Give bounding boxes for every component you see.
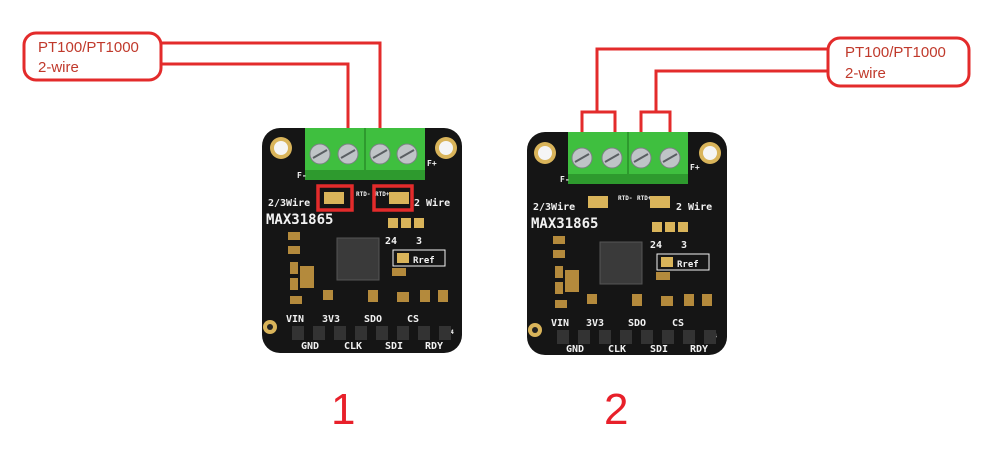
max31865-chip	[599, 241, 643, 285]
header-pins	[528, 323, 716, 344]
label-part: MAX31865	[266, 212, 333, 228]
label-jumper-24: 24	[650, 240, 662, 251]
label-f-minus: F-	[297, 171, 307, 180]
pin-label-vin: VIN	[551, 318, 569, 329]
label-jumper-24: 24	[385, 236, 397, 247]
max31865-board-2: F- F+ RTD- RTD+ 2/3Wire 2 Wire MAX31865 …	[527, 132, 727, 355]
pin-label-3v3: 3V3	[586, 318, 604, 329]
pin-label-clk: CLK	[344, 341, 362, 352]
callout-right-line1: PT100/PT1000	[845, 44, 946, 61]
pin-label-sdi: SDI	[650, 344, 668, 355]
label-rref: Rref	[677, 260, 699, 270]
pin-label-cs: CS	[407, 314, 419, 325]
rref-resistor	[397, 253, 409, 263]
label-2-3-wire: 2/3Wire	[268, 197, 310, 209]
pin-label-clk: CLK	[608, 344, 626, 355]
callout-left-line2: 2-wire	[38, 59, 79, 76]
panel-label-1: 1	[331, 385, 355, 434]
label-2-wire: 2 Wire	[676, 201, 712, 213]
highlight-jumper-23	[316, 184, 354, 212]
max31865-board-1: F- F+ RTD- RTD+ 2/3Wire 2 Wire MAX31865 …	[262, 128, 462, 353]
callout-box-left	[22, 31, 163, 82]
pin-label-3v3: 3V3	[322, 314, 340, 325]
rref-resistor	[661, 257, 673, 267]
label-jumper-3: 3	[416, 236, 422, 247]
pin-label-rdy: RDY	[425, 341, 443, 352]
label-f-plus: F+	[427, 159, 437, 168]
label-rtd-plus: RTD+	[375, 191, 390, 198]
label-rtd-minus: RTD-	[356, 191, 370, 198]
wire-left-outer	[161, 41, 382, 150]
max31865-chip	[336, 237, 380, 281]
jumper-wire-right	[639, 110, 672, 150]
label-f-plus: F+	[690, 163, 700, 172]
pin-label-rdy: RDY	[690, 344, 708, 355]
label-jumper-3: 3	[681, 240, 687, 251]
wire-right-outer	[595, 47, 828, 112]
pin-label-vin: VIN	[286, 314, 304, 325]
terminal-screws	[309, 143, 418, 165]
jumper-pad-23	[588, 196, 608, 208]
label-2-wire: 2 Wire	[414, 197, 450, 209]
panel-1: PT100/PT1000 2-wire F- F+ RTD-	[22, 31, 462, 434]
callout-left-line1: PT100/PT1000	[38, 39, 139, 56]
pin-label-gnd: GND	[566, 344, 584, 355]
passive-components	[288, 232, 448, 304]
pin-label-sdo: SDO	[628, 318, 646, 329]
panel-2: PT100/PT1000 2-wire F- F+ RTD- RT	[527, 36, 971, 434]
jumper-pad-23	[324, 192, 344, 204]
label-part: MAX31865	[531, 216, 598, 232]
highlight-jumper-2	[372, 184, 414, 212]
pin-label-sdi: SDI	[385, 341, 403, 352]
label-rref: Rref	[413, 256, 435, 266]
label-2-3-wire: 2/3Wire	[533, 201, 575, 213]
wire-left-inner	[161, 62, 350, 150]
pin-label-gnd: GND	[301, 341, 319, 352]
jumper-pad-2	[389, 192, 409, 204]
label-rtd-minus: RTD-	[618, 195, 632, 202]
passive-components	[553, 236, 712, 308]
callout-right-line2: 2-wire	[845, 65, 886, 82]
callout-box-right	[826, 36, 971, 88]
header-pins	[263, 320, 451, 340]
label-rtd-plus: RTD+	[637, 195, 652, 202]
wire-right-inner	[654, 69, 828, 112]
jumper-wire-left	[580, 110, 617, 150]
panel-label-2: 2	[604, 385, 628, 434]
terminal-screws	[571, 147, 681, 169]
pin-label-sdo: SDO	[364, 314, 382, 325]
pin-label-cs: CS	[672, 318, 684, 329]
jumper-pad-2	[650, 196, 670, 208]
label-f-minus: F-	[560, 175, 570, 184]
